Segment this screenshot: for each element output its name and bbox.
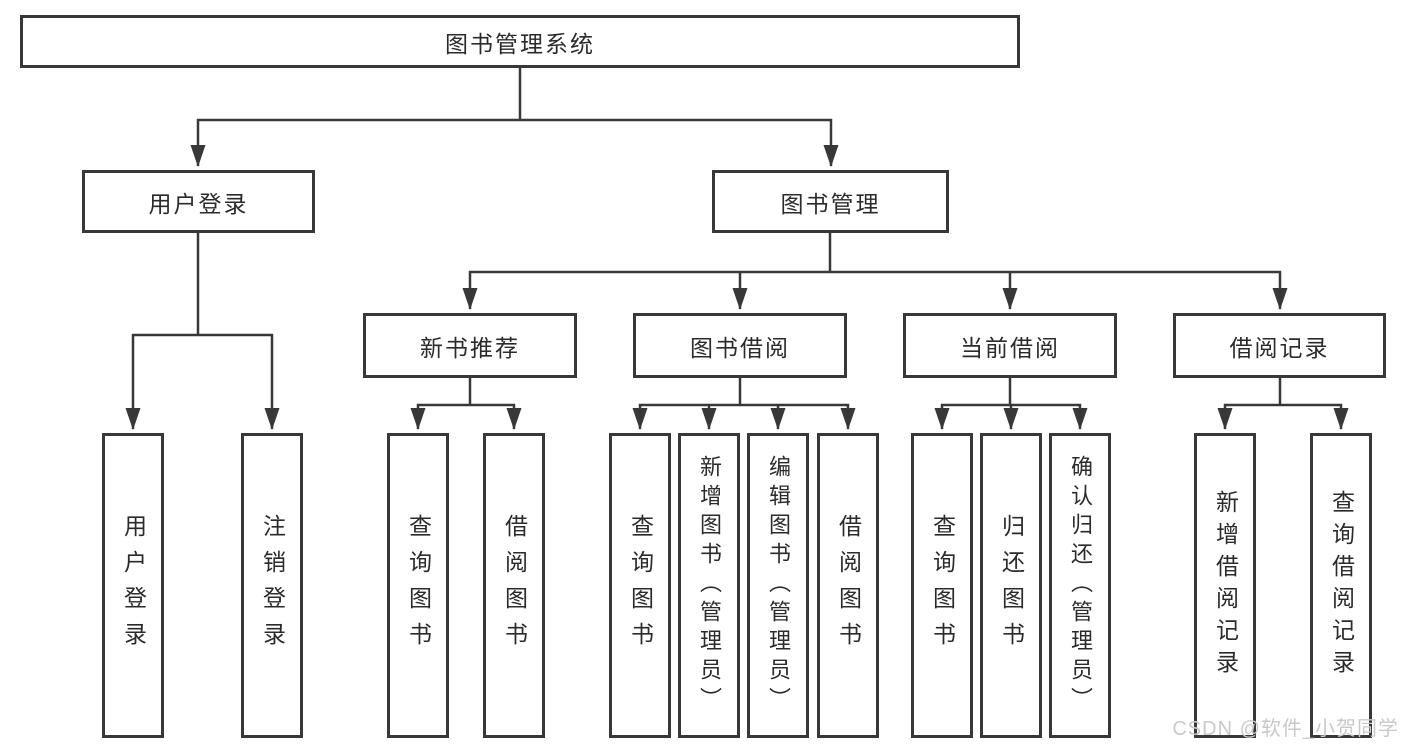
leaf-records-query-record: 查询借阅记录 <box>1310 433 1372 738</box>
node-book-borrow: 图书借阅 <box>633 313 847 378</box>
csdn-watermark: CSDN @软件_小贺同学 <box>1172 718 1399 740</box>
leaf-current-confirm-return-admin: 确认归还（管理员） <box>1049 433 1111 738</box>
node-book-management: 图书管理 <box>712 170 949 233</box>
leaf-borrow-edit-books-admin: 编辑图书（管理员） <box>747 433 809 738</box>
connector-root-to-level2 <box>190 68 839 167</box>
node-borrow-records: 借阅记录 <box>1173 313 1386 378</box>
leaf-user-login: 用户登录 <box>102 433 164 738</box>
leaf-current-query-books: 查询图书 <box>911 433 973 738</box>
leaf-borrow-add-books-admin: 新增图书（管理员） <box>678 433 740 738</box>
leaf-records-add-record: 新增借阅记录 <box>1194 433 1256 738</box>
node-root-library-system: 图书管理系统 <box>20 15 1020 68</box>
connector-current-borrow-branch <box>934 378 1088 430</box>
connector-borrow-records-branch <box>1217 378 1349 430</box>
node-user-login: 用户登录 <box>82 170 315 233</box>
node-current-borrow: 当前借阅 <box>903 313 1117 378</box>
leaf-borrow-query-books: 查询图书 <box>609 433 671 738</box>
leaf-logout-login: 注销登录 <box>241 433 303 738</box>
node-new-book-recommend: 新书推荐 <box>363 313 577 378</box>
leaf-recommend-borrow-books: 借阅图书 <box>483 433 545 738</box>
connector-book-management-branch <box>462 233 1288 310</box>
connector-book-borrow-branch <box>632 378 856 430</box>
leaf-current-return-books: 归还图书 <box>980 433 1042 738</box>
connector-new-book-branch <box>410 378 522 430</box>
leaf-recommend-query-books: 查询图书 <box>387 433 449 738</box>
leaf-borrow-borrow-books: 借阅图书 <box>817 433 879 738</box>
connector-user-login-branch <box>125 233 280 430</box>
